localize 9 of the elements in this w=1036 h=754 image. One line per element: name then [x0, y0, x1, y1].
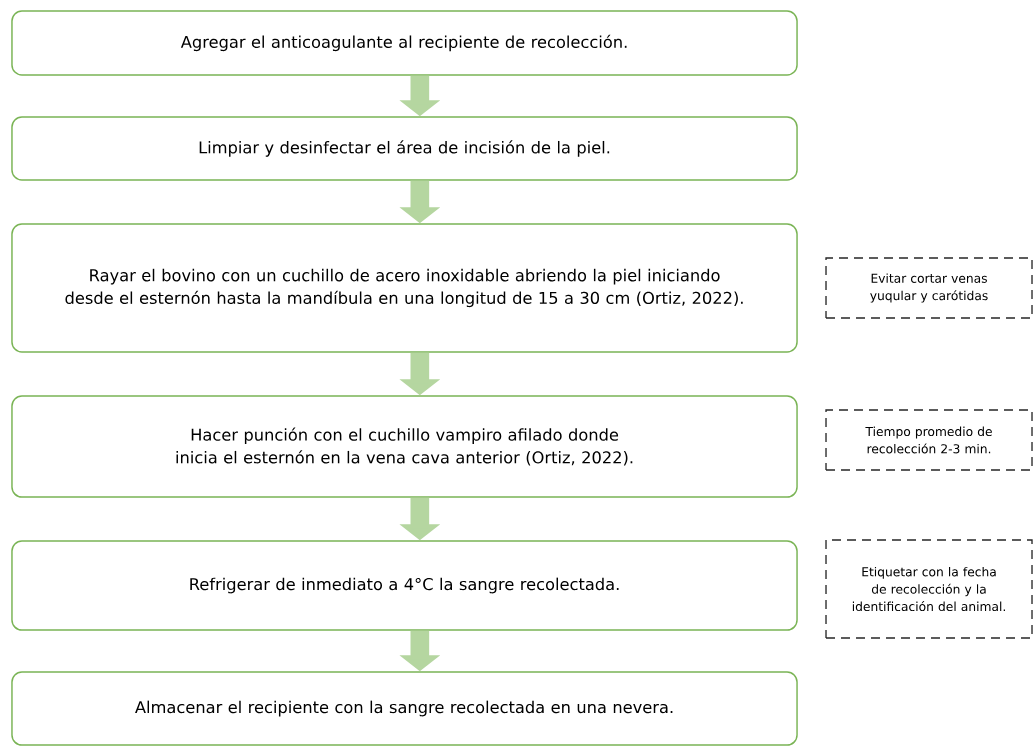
note-box: Tiempo promedio de recolección 2-3 min. — [825, 409, 1033, 471]
note-box: Etiquetar con la fecha de recolección y la identificación del animal. — [825, 539, 1033, 639]
step-box: Limpiar y desinfectar el área de incisión de la piel. — [11, 116, 798, 181]
step-box: Almacenar el recipiente con la sangre recolectada en una nevera. — [11, 671, 798, 746]
step-box: Agregar el anticoagulante al recipiente de recolección. — [11, 10, 798, 76]
step-box: Refrigerar de inmediato a 4°C la sangre recolectada. — [11, 540, 798, 631]
step-box: Hacer punción con el cuchillo vampiro afilado donde inicia el esternón en la vena cava anterior (Ortiz, 2022). — [11, 395, 798, 498]
step-box: Rayar el bovino con un cuchillo de acero inoxidable abriendo la piel iniciando desde el esternón hasta la mandíbula en una longitud de 15 a 30 cm (Ortiz, 2022). — [11, 223, 798, 353]
note-box: Evitar cortar venas yuqular y carótidas — [825, 257, 1033, 319]
